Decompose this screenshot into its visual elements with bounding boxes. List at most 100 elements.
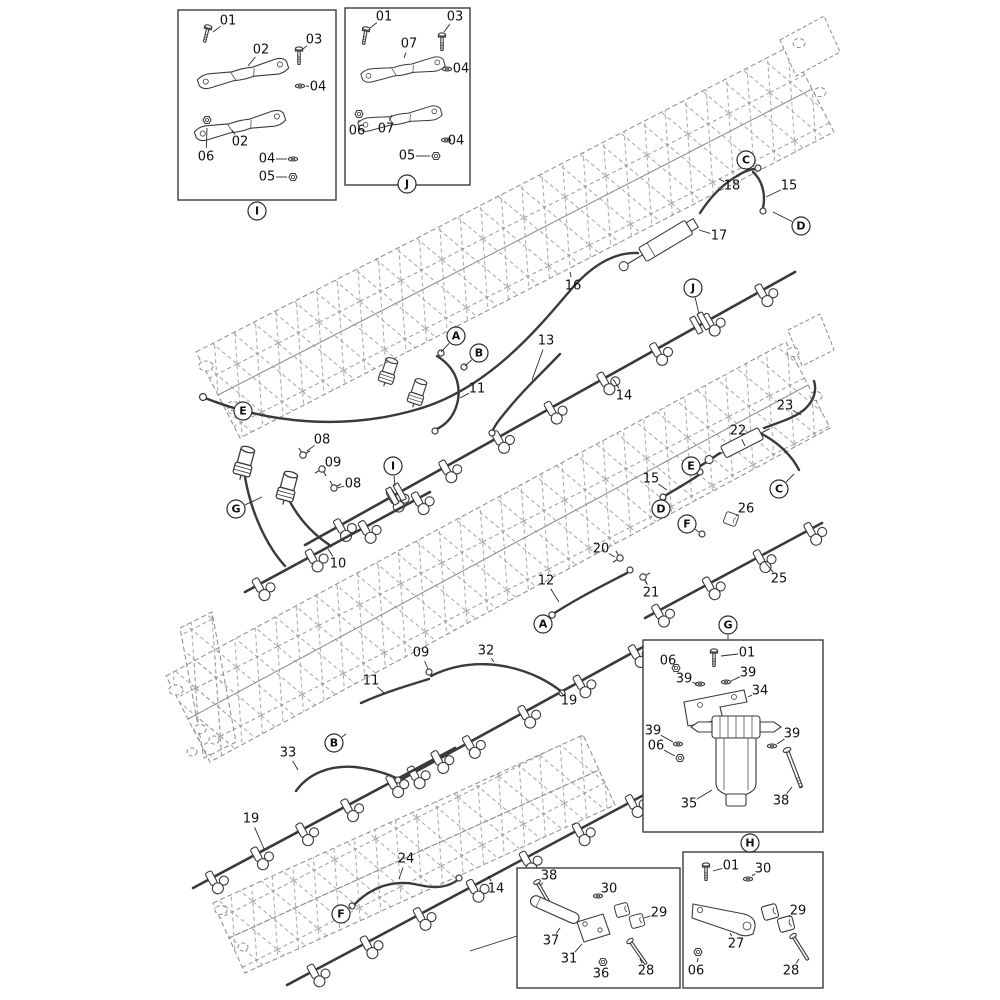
part-label-20: 20 bbox=[593, 542, 610, 557]
leader-line bbox=[712, 867, 723, 872]
boom-cylinder-17 bbox=[618, 217, 700, 272]
nut-06 bbox=[354, 109, 364, 119]
washer-04 bbox=[441, 66, 453, 72]
part-label-21: 21 bbox=[643, 586, 660, 601]
part-label-30: 30 bbox=[601, 882, 618, 897]
part-label-01: 01 bbox=[220, 14, 237, 29]
nut-06 bbox=[675, 753, 685, 763]
leader-line bbox=[247, 56, 256, 67]
nut-36 bbox=[598, 957, 608, 967]
leader-line bbox=[341, 733, 347, 738]
leader-line bbox=[692, 681, 698, 685]
part-label-02: 02 bbox=[232, 135, 249, 150]
ref-letter-F: F bbox=[337, 908, 345, 921]
part-label-35: 35 bbox=[681, 797, 698, 812]
part-label-04: 04 bbox=[448, 134, 465, 149]
ref-circle-E bbox=[681, 456, 701, 476]
spray-bar bbox=[191, 746, 457, 890]
part-label-06: 06 bbox=[688, 964, 705, 979]
leader-line bbox=[660, 734, 674, 743]
part-label-06: 06 bbox=[198, 150, 215, 165]
leader-line bbox=[440, 342, 450, 353]
part-label-11: 11 bbox=[469, 382, 486, 397]
part-label-04: 04 bbox=[259, 152, 276, 167]
hose-23b bbox=[760, 432, 801, 472]
part-label-22: 22 bbox=[730, 424, 747, 439]
washer-04 bbox=[294, 83, 306, 89]
hose-18 bbox=[698, 167, 757, 215]
bracket-hole bbox=[731, 694, 737, 700]
hose-fitting bbox=[198, 392, 208, 402]
ref-letter-I: I bbox=[255, 205, 259, 218]
washer-04 bbox=[287, 156, 299, 162]
hose-fitting bbox=[455, 874, 463, 882]
part-label-06: 06 bbox=[660, 654, 677, 669]
leader-line bbox=[403, 52, 407, 59]
ref-letter-A: A bbox=[452, 330, 461, 343]
leader-line bbox=[663, 749, 676, 757]
ref-circle-B bbox=[324, 733, 344, 753]
leader-line bbox=[369, 22, 378, 29]
leader-line bbox=[785, 473, 795, 483]
ref-letter-A: A bbox=[539, 618, 548, 631]
leader-line bbox=[459, 392, 470, 399]
nozzle-cluster bbox=[801, 516, 832, 548]
hose-33 bbox=[294, 765, 400, 793]
leader-line bbox=[254, 827, 265, 850]
part-label-05: 05 bbox=[399, 149, 416, 164]
leader-line bbox=[696, 789, 713, 800]
hose-fitting bbox=[394, 776, 402, 784]
leader-line bbox=[747, 694, 753, 698]
ref-letter-I: I bbox=[391, 460, 395, 473]
ref-circle-D bbox=[651, 499, 671, 519]
leader-line bbox=[786, 786, 793, 795]
inset-box-h bbox=[682, 851, 824, 989]
leader-line bbox=[730, 676, 741, 682]
bolt-38 bbox=[782, 746, 804, 789]
part-label-01: 01 bbox=[376, 10, 393, 25]
ref-circle-D bbox=[791, 216, 811, 236]
part-label-01: 01 bbox=[723, 859, 740, 874]
clamp-29 bbox=[613, 901, 631, 919]
leader-line bbox=[292, 760, 299, 771]
washer-39 bbox=[720, 679, 732, 685]
leader-line bbox=[447, 138, 452, 141]
ref-circle-I bbox=[383, 456, 403, 476]
part-label-05: 05 bbox=[259, 170, 276, 185]
ref-letter-D: D bbox=[656, 503, 665, 516]
leader-line bbox=[673, 665, 676, 668]
part-label-27: 27 bbox=[728, 937, 745, 952]
elbow-fitting-08b bbox=[326, 476, 344, 493]
part-label-16: 16 bbox=[565, 279, 582, 294]
hose-fitting bbox=[437, 349, 445, 357]
inset-box-rest bbox=[469, 867, 681, 989]
nut-06 bbox=[693, 947, 703, 957]
spray-bars bbox=[191, 270, 832, 990]
ref-letter-C: C bbox=[742, 154, 750, 167]
part-label-19: 19 bbox=[243, 812, 260, 827]
part-label-25: 25 bbox=[771, 572, 788, 587]
hose-15-upper bbox=[751, 170, 766, 210]
leader-line bbox=[718, 178, 725, 183]
boom-truss-upper bbox=[195, 15, 841, 439]
part-label-07: 07 bbox=[378, 122, 395, 137]
leader-line bbox=[569, 271, 572, 278]
leader-line bbox=[665, 498, 667, 501]
ref-circle-F bbox=[331, 904, 351, 924]
bracket-34 bbox=[683, 689, 748, 727]
leader-line bbox=[792, 410, 802, 416]
leader-line bbox=[336, 485, 345, 489]
ref-letter-J: J bbox=[690, 282, 695, 295]
hose-fitting bbox=[626, 566, 634, 574]
part-label-04: 04 bbox=[310, 80, 327, 95]
ref-circle-C bbox=[769, 479, 789, 499]
hoses bbox=[203, 167, 817, 909]
hose-10 bbox=[287, 498, 333, 548]
part-label-13: 13 bbox=[538, 334, 555, 349]
nut-06 bbox=[202, 115, 212, 125]
ref-circle-C bbox=[736, 150, 756, 170]
part-label-33: 33 bbox=[280, 746, 297, 761]
ref-letter-D: D bbox=[796, 220, 805, 233]
part-label-03: 03 bbox=[447, 10, 464, 25]
